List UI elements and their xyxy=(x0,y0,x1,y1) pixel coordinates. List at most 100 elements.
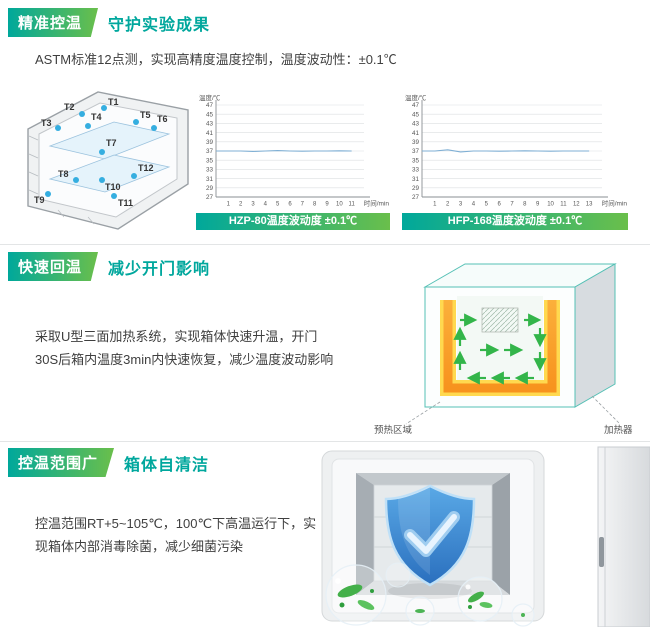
svg-text:13: 13 xyxy=(586,202,593,208)
shield-check-icon xyxy=(384,484,476,599)
svg-text:10: 10 xyxy=(336,202,343,208)
svg-text:43: 43 xyxy=(412,121,420,128)
svg-text:1: 1 xyxy=(433,202,437,208)
door-handle xyxy=(599,537,604,567)
svg-text:9: 9 xyxy=(325,202,329,208)
svg-text:2: 2 xyxy=(446,202,450,208)
section1-header: 精准控温 守护实验成果 xyxy=(8,8,210,37)
svg-text:37: 37 xyxy=(206,148,214,155)
svg-text:9: 9 xyxy=(536,202,540,208)
svg-text:33: 33 xyxy=(412,167,420,174)
svg-text:41: 41 xyxy=(412,130,420,137)
svg-text:时间/min: 时间/min xyxy=(602,199,628,208)
section3-title: 箱体自清洁 xyxy=(124,456,210,474)
svg-text:31: 31 xyxy=(412,176,420,183)
shelf-upper xyxy=(48,121,171,160)
svg-text:T1: T1 xyxy=(108,97,119,107)
svg-text:29: 29 xyxy=(412,185,420,192)
section2-badge: 快速回温 xyxy=(8,252,99,281)
section3-body: 控温范围RT+5~105℃，100℃下高温运行下，实现箱体内部消毒除菌，减少细菌… xyxy=(35,516,317,554)
u-type-heating-diagram: 预热区域 加热器 xyxy=(374,263,633,436)
svg-text:4: 4 xyxy=(264,202,268,208)
box-right-door-panel xyxy=(574,263,616,408)
svg-text:T3: T3 xyxy=(41,118,52,128)
svg-text:4: 4 xyxy=(472,202,476,208)
section2-title: 减少开门影响 xyxy=(108,260,211,278)
svg-text:温度/℃: 温度/℃ xyxy=(405,93,427,102)
svg-text:6: 6 xyxy=(288,202,292,208)
svg-text:温度/℃: 温度/℃ xyxy=(199,93,221,102)
svg-text:12: 12 xyxy=(573,202,580,208)
section-divider xyxy=(0,441,650,442)
svg-text:45: 45 xyxy=(206,111,214,118)
bacteria xyxy=(337,584,363,598)
u-heater xyxy=(443,300,557,393)
svg-text:7: 7 xyxy=(301,202,305,208)
svg-text:5: 5 xyxy=(485,202,489,208)
heater-core-grid xyxy=(481,307,519,333)
svg-text:3: 3 xyxy=(251,202,255,208)
wall-hatching xyxy=(28,135,95,225)
chart-caption-hfp168: HFP-168温度波动度 ±0.1℃ xyxy=(402,213,628,230)
svg-text:T2: T2 xyxy=(64,102,75,112)
svg-text:11: 11 xyxy=(349,202,356,208)
svg-text:43: 43 xyxy=(206,121,214,128)
section3-header: 控温范围广 箱体自清洁 xyxy=(8,448,209,477)
section2-body: 采取U型三面加热系统，实现箱体快速升温，开门30S后箱内温度3min内快速恢复，… xyxy=(35,329,334,367)
svg-text:47: 47 xyxy=(412,102,420,109)
shelf-lower xyxy=(48,154,171,193)
svg-text:39: 39 xyxy=(206,139,214,146)
svg-text:29: 29 xyxy=(206,185,214,192)
svg-text:45: 45 xyxy=(412,111,420,118)
svg-text:T4: T4 xyxy=(91,112,102,122)
svg-text:8: 8 xyxy=(523,202,527,208)
section3-badge: 控温范围广 xyxy=(8,448,115,477)
section1-title: 守护实验成果 xyxy=(108,16,211,34)
svg-text:11: 11 xyxy=(560,202,567,208)
svg-text:31: 31 xyxy=(206,176,214,183)
bacteria-bubbles xyxy=(325,562,535,627)
svg-text:T10: T10 xyxy=(105,182,121,192)
closed-unit-side xyxy=(597,446,650,627)
svg-text:10: 10 xyxy=(547,202,554,208)
svg-text:6: 6 xyxy=(497,202,501,208)
section1-body: ASTM标准12点测，实现高精度温度控制，温度波动性：±0.1℃ xyxy=(35,52,397,67)
svg-text:T7: T7 xyxy=(106,138,117,148)
airflow-arrows xyxy=(453,313,547,385)
leader-lines xyxy=(405,395,621,425)
section1-badge: 精准控温 xyxy=(8,8,99,37)
svg-text:T12: T12 xyxy=(138,163,154,173)
svg-text:T5: T5 xyxy=(140,110,151,120)
section-divider xyxy=(0,244,650,245)
chart-caption-hzp80: HZP-80温度波动度 ±0.1℃ xyxy=(196,213,390,230)
svg-text:2: 2 xyxy=(239,202,243,208)
svg-text:8: 8 xyxy=(313,202,317,208)
svg-text:39: 39 xyxy=(412,139,420,146)
svg-text:33: 33 xyxy=(206,167,214,174)
section2-header: 快速回温 减少开门影响 xyxy=(8,252,210,281)
svg-text:时间/min: 时间/min xyxy=(364,199,390,208)
svg-text:35: 35 xyxy=(412,157,420,164)
svg-text:41: 41 xyxy=(206,130,214,137)
svg-text:7: 7 xyxy=(510,202,514,208)
svg-text:T8: T8 xyxy=(58,169,69,179)
svg-text:27: 27 xyxy=(206,194,214,201)
heater-label: 加热器 xyxy=(604,424,633,436)
svg-text:35: 35 xyxy=(206,157,214,164)
svg-text:1: 1 xyxy=(227,202,231,208)
self-clean-illustration xyxy=(321,446,650,627)
svg-text:3: 3 xyxy=(459,202,463,208)
svg-text:27: 27 xyxy=(412,194,420,201)
preheat-area-label: 预热区域 xyxy=(374,424,413,436)
svg-text:T9: T9 xyxy=(34,195,45,205)
svg-text:T11: T11 xyxy=(118,198,133,208)
svg-text:37: 37 xyxy=(412,148,420,155)
svg-text:47: 47 xyxy=(206,102,214,109)
